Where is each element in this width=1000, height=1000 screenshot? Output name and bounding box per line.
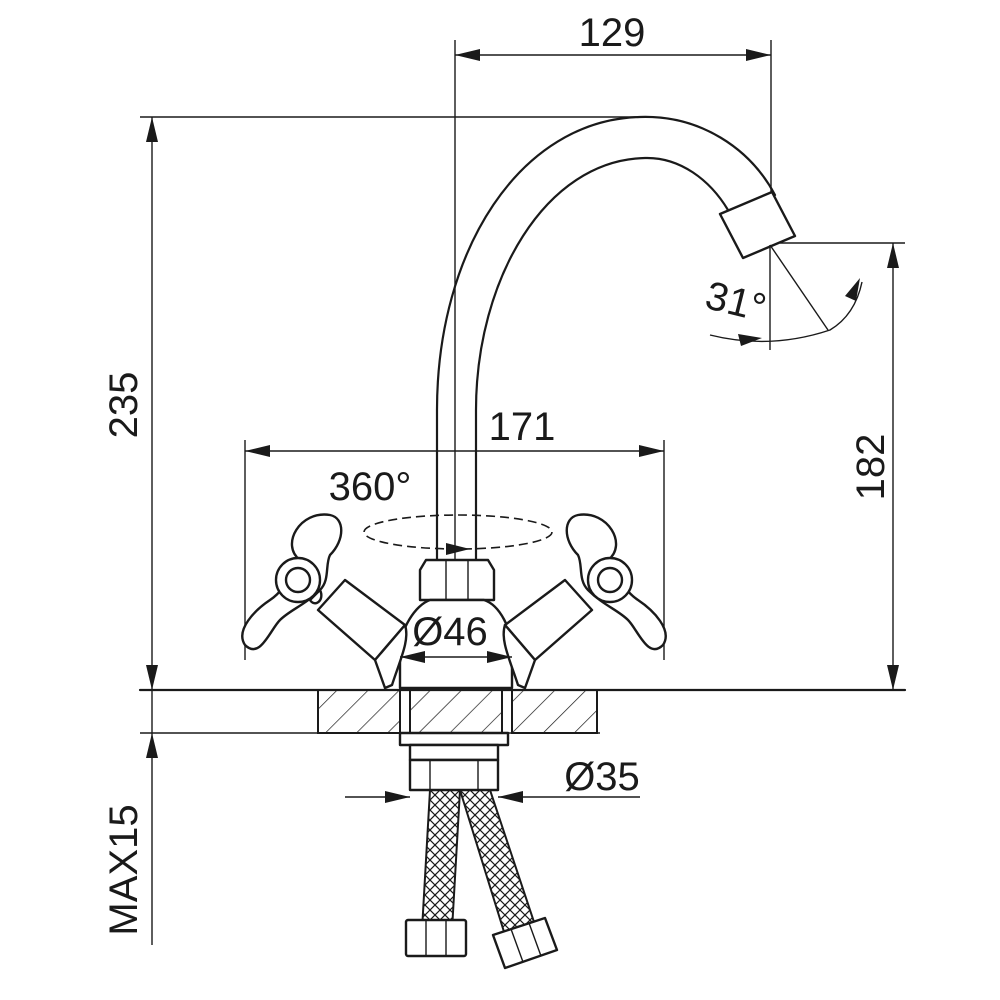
countertop (138, 688, 907, 734)
base-diameter-label: Ø46 (412, 610, 488, 654)
dim-129: 129 (454, 11, 772, 560)
dim-182-label: 182 (849, 434, 893, 501)
spout (435, 115, 797, 562)
body-hex-nut (418, 558, 496, 602)
dim-129-label: 129 (579, 11, 646, 55)
right-valve (502, 578, 594, 690)
dim-235-label: 235 (102, 372, 146, 439)
left-valve (316, 578, 408, 690)
dim-235: 235 (102, 116, 640, 690)
shank-diameter-label: Ø35 (564, 755, 640, 799)
hose-left (404, 789, 468, 958)
angle-label: 31° (701, 273, 770, 330)
dim-angle: 31° (701, 244, 863, 350)
hose-right (458, 789, 559, 970)
left-handle (241, 513, 343, 651)
dim-shank-diameter: Ø35 (345, 755, 640, 803)
dim-max-thickness: MAX15 (102, 690, 158, 945)
dim-182: 182 (780, 242, 905, 690)
dim-base-diameter: Ø46 (400, 610, 512, 663)
dim-rotation: 360° (329, 465, 553, 555)
rotation-label: 360° (329, 465, 412, 509)
dim-171: 171 (244, 405, 665, 660)
mounting-shank (398, 731, 510, 792)
dim-171-label: 171 (489, 405, 556, 449)
max-thickness-label: MAX15 (102, 804, 146, 935)
right-handle (565, 513, 667, 651)
aerator (718, 190, 797, 260)
